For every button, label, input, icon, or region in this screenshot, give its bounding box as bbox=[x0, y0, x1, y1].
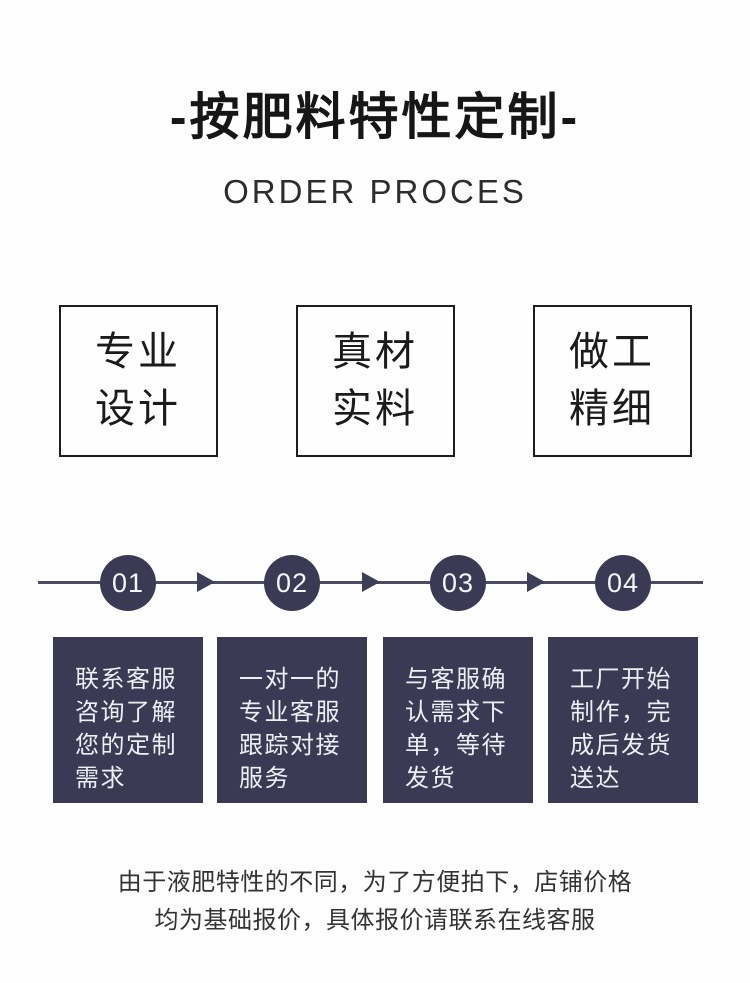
step-number: 01 bbox=[111, 567, 145, 598]
step-text-line: 需求 bbox=[75, 765, 126, 792]
step-number: 02 bbox=[275, 567, 309, 598]
feature-text: 实料 bbox=[332, 387, 418, 431]
step-number-circle-3: 03 bbox=[430, 555, 486, 611]
step-text-line: 制作，完 bbox=[570, 699, 672, 726]
step-text-line: 服务 bbox=[239, 765, 290, 792]
arrow-right-icon bbox=[362, 572, 380, 592]
step-text-line: 您的定制 bbox=[75, 732, 177, 759]
step-text-line: 送达 bbox=[570, 765, 621, 792]
step-number: 04 bbox=[606, 567, 640, 598]
step-number: 03 bbox=[441, 567, 475, 598]
feature-box-fine-workmanship: 做工 精细 bbox=[532, 305, 692, 457]
step-text-line: 联系客服 bbox=[75, 666, 177, 693]
step-description-contact-service: 联系客服 咨询了解 您的定制 需求 bbox=[53, 637, 203, 803]
step-text-line: 发货 bbox=[405, 765, 456, 792]
step-text-line: 工厂开始 bbox=[570, 666, 672, 693]
feature-text: 真材 bbox=[332, 330, 418, 374]
step-number-circle-2: 02 bbox=[264, 555, 320, 611]
arrow-right-icon bbox=[197, 572, 215, 592]
step-number-circle-4: 04 bbox=[595, 555, 651, 611]
pricing-note-line: 均为基础报价，具体报价请联系在线客服 bbox=[154, 907, 596, 934]
step-text-line: 跟踪对接 bbox=[239, 732, 341, 759]
step-description-confirm-order: 与客服确 认需求下 单，等待 发货 bbox=[383, 637, 533, 803]
step-text-line: 成后发货 bbox=[570, 732, 672, 759]
feature-box-professional-design: 专业 设计 bbox=[58, 305, 218, 457]
feature-box-real-materials: 真材 实料 bbox=[295, 305, 455, 457]
step-text-line: 咨询了解 bbox=[75, 699, 177, 726]
feature-text: 设计 bbox=[95, 387, 181, 431]
step-text-line: 专业客服 bbox=[239, 699, 341, 726]
page-subtitle: ORDER PROCES bbox=[223, 173, 527, 210]
step-description-factory-production: 工厂开始 制作，完 成后发货 送达 bbox=[548, 637, 698, 803]
feature-boxes: 专业 设计 真材 实料 做工 精细 bbox=[0, 305, 750, 457]
feature-text: 专业 bbox=[95, 330, 181, 374]
step-text-line: 与客服确 bbox=[405, 666, 507, 693]
step-number-circle-1: 01 bbox=[100, 555, 156, 611]
step-text-line: 单，等待 bbox=[405, 732, 507, 759]
feature-text: 精细 bbox=[569, 387, 655, 431]
feature-text: 做工 bbox=[569, 330, 655, 374]
arrow-right-icon bbox=[527, 572, 545, 592]
step-description-one-on-one-service: 一对一的 专业客服 跟踪对接 服务 bbox=[217, 637, 367, 803]
pricing-note-line: 由于液肥特性的不同，为了方便拍下，店铺价格 bbox=[117, 869, 633, 896]
pricing-note: 由于液肥特性的不同，为了方便拍下，店铺价格 均为基础报价，具体报价请联系在线客服 bbox=[0, 864, 750, 940]
step-text-line: 一对一的 bbox=[239, 666, 341, 693]
page-title: -按肥料特性定制- bbox=[169, 89, 581, 145]
step-text-line: 认需求下 bbox=[405, 699, 507, 726]
